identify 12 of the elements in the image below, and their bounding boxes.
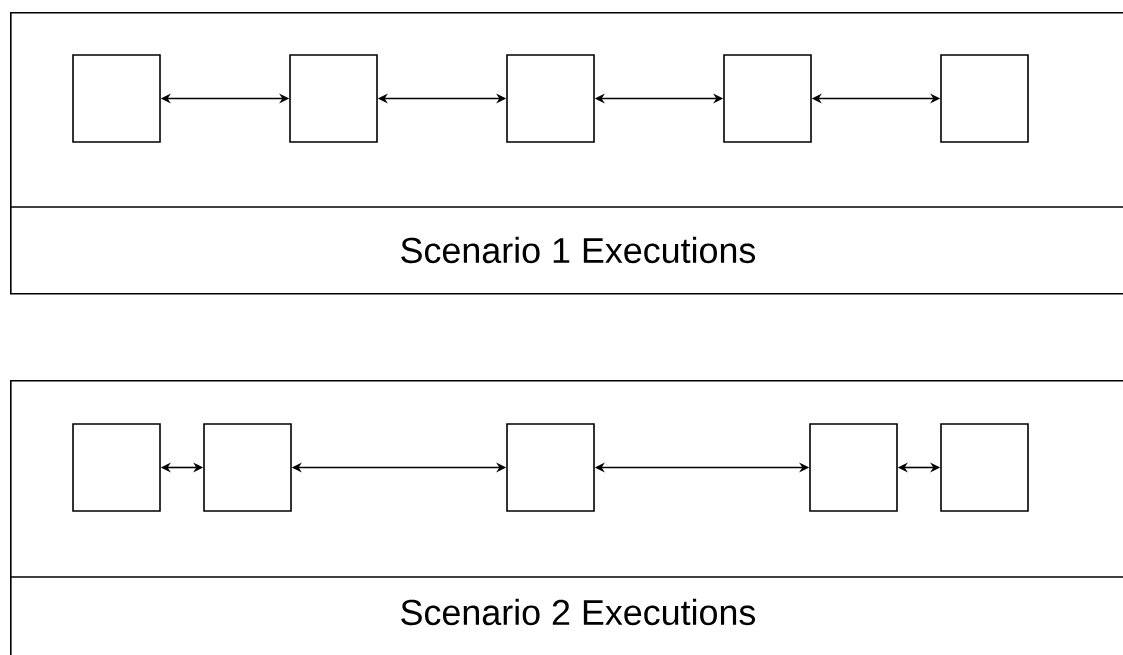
- panel: Scenario 1 Executions: [9, 12, 1123, 295]
- panel: Scenario 2 Executions: [9, 380, 1123, 655]
- process-box: [72, 54, 161, 143]
- process-box: [506, 423, 595, 512]
- process-box: [940, 54, 1029, 143]
- process-box: [289, 54, 378, 143]
- process-box: [72, 423, 161, 512]
- process-box: [809, 423, 898, 512]
- process-box: [723, 54, 812, 143]
- process-box: [940, 423, 1029, 512]
- process-box: [203, 423, 292, 512]
- process-box: [506, 54, 595, 143]
